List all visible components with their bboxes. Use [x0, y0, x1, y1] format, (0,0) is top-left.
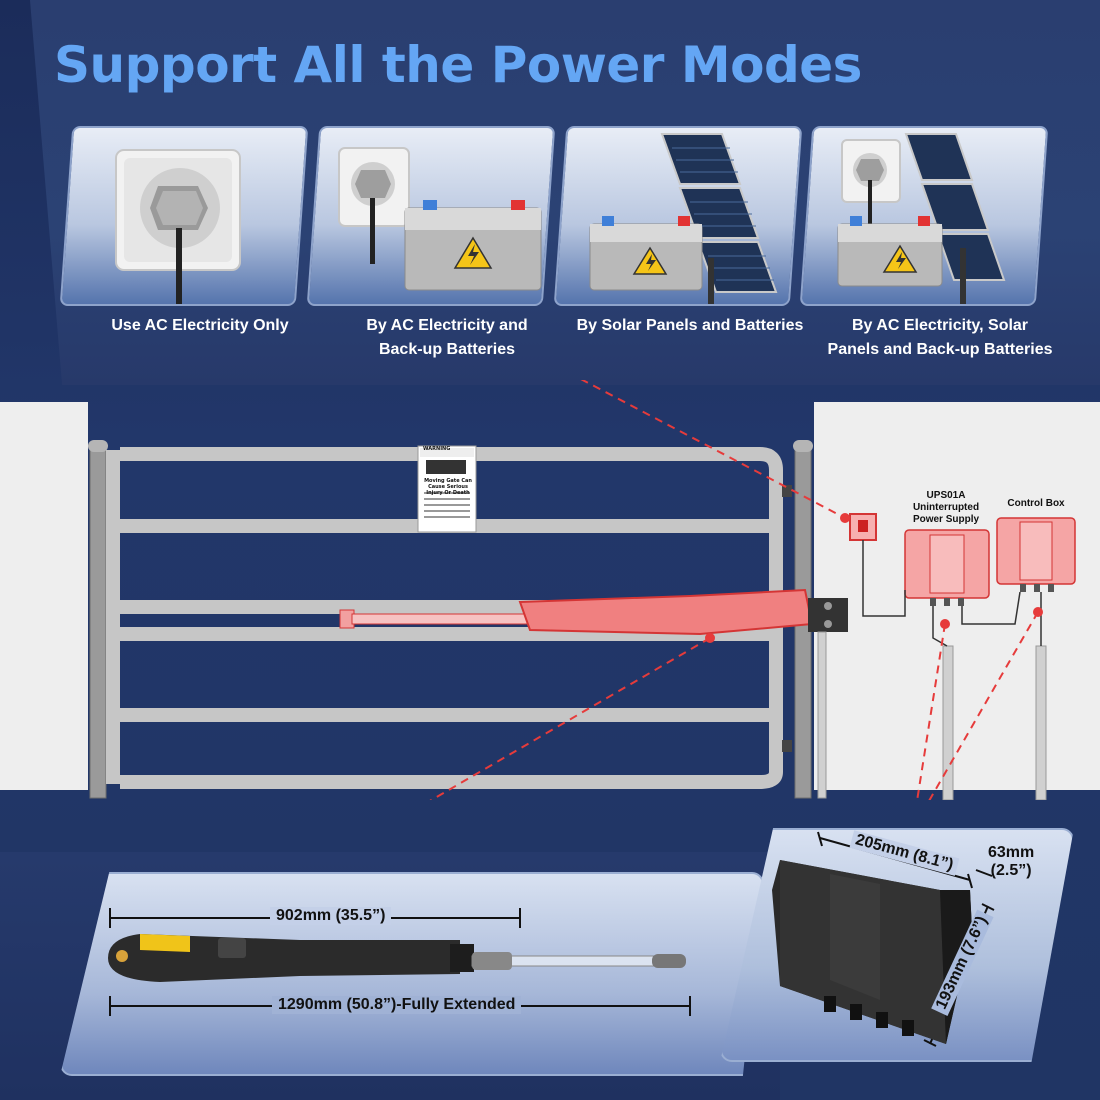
- ups-box-illustration: [904, 529, 990, 800]
- mode-card-ac: [59, 126, 309, 306]
- mode-card-ac-solar-battery: [799, 126, 1049, 306]
- mode-label-ac: Use AC Electricity Only: [111, 317, 289, 334]
- solar-panel-icon: [660, 133, 778, 304]
- control-box-illustration: [996, 517, 1076, 800]
- ac-solar-battery-icon: [837, 133, 1006, 304]
- mode-label-ac-solar-battery: By AC Electricity, Solar Panels and Back…: [827, 317, 1053, 358]
- solar-battery-icon: [589, 133, 778, 304]
- mode-label-ac-battery: By AC Electricity and Back-up Batteries: [366, 317, 528, 358]
- mode-card-solar-battery: [553, 126, 803, 306]
- ac-battery-icon: [338, 147, 542, 291]
- control-box-label: Control Box: [1007, 498, 1065, 509]
- warning-sign-heading: WARNING: [423, 446, 451, 452]
- ac-outlet-icon: [115, 149, 241, 304]
- opener-retracted-length: 902mm (35.5”): [270, 907, 392, 925]
- warning-sign: [417, 445, 477, 533]
- gate-opener-arm: [339, 588, 848, 799]
- gate-installation-diagram: [88, 380, 1076, 800]
- box-depth-dim: 63mm (2.5”): [988, 844, 1035, 879]
- page-title: Support All the Power Modes: [54, 36, 862, 94]
- warning-sign-text: Moving Gate Can Cause Serious Injury Or …: [424, 478, 472, 496]
- wall-left: [0, 402, 88, 790]
- mode-label-solar-battery: By Solar Panels and Batteries: [576, 317, 804, 334]
- control-box-3d-illustration: [772, 831, 995, 1047]
- ups-label: UPS01A Uninterrupted Power Supply: [912, 490, 980, 525]
- opener-extended-length: 1290mm (50.8”)-Fully Extended: [272, 996, 522, 1014]
- mode-card-ac-battery: [306, 126, 556, 306]
